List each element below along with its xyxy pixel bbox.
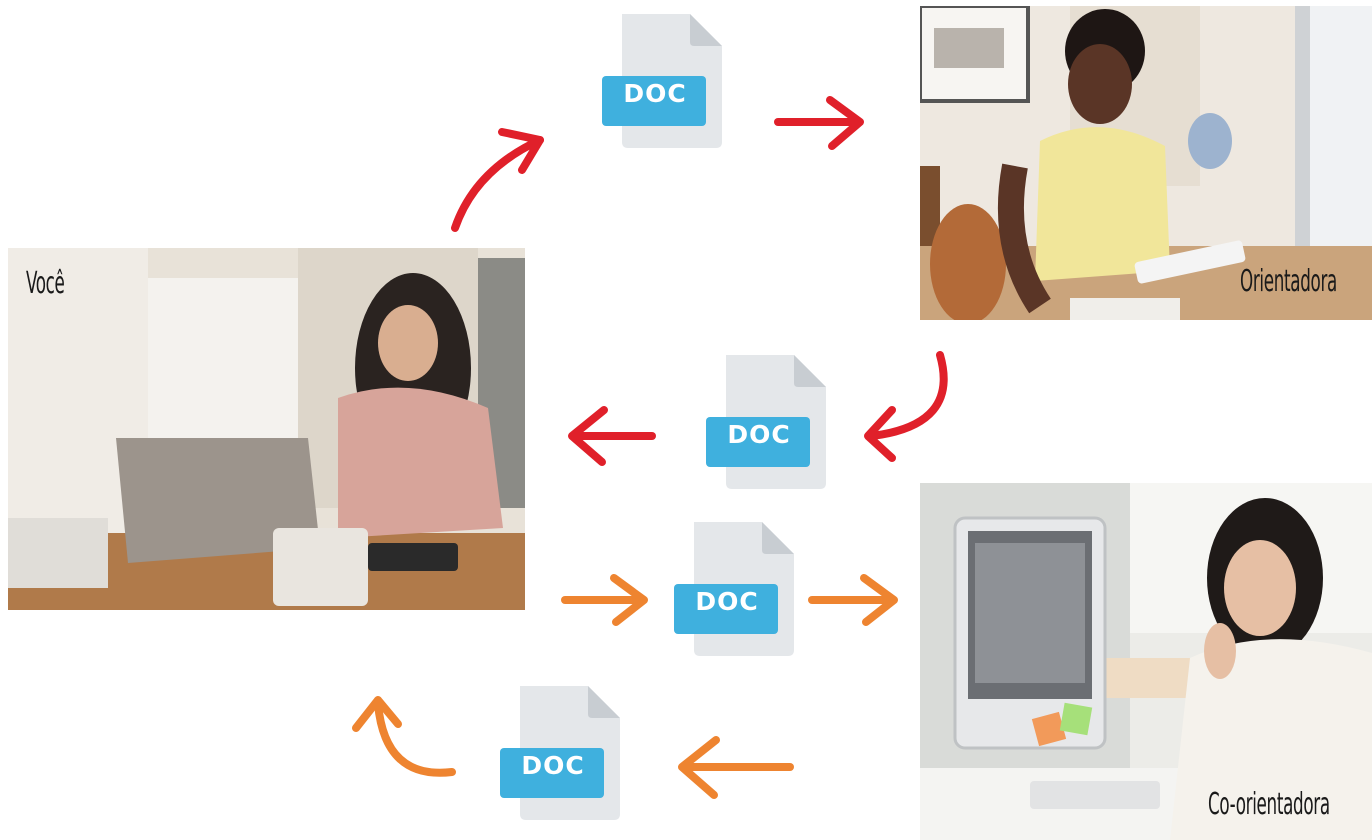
arrow-voce-to-doc1	[451, 128, 544, 232]
photo-orientadora	[920, 6, 1372, 320]
doc-icon-1: DOC	[602, 14, 722, 150]
arrow-orientadora-to-doc2	[864, 351, 948, 462]
arrow-doc3-to-coorientadora	[808, 574, 898, 626]
doc-label: DOC	[521, 751, 585, 780]
doc-icon-2: DOC	[706, 355, 826, 491]
doc-label: DOC	[623, 79, 687, 108]
doc-icon-3: DOC	[674, 522, 794, 658]
label-coorientadora: Co-orientadora	[1208, 787, 1330, 822]
photo-coorientadora	[920, 483, 1372, 840]
label-voce: Você	[26, 266, 65, 301]
doc-label: DOC	[695, 587, 759, 616]
arrow-doc4-to-voce	[352, 696, 456, 777]
doc-icon-4: DOC	[500, 686, 620, 822]
photo-voce	[8, 248, 525, 610]
doc-label: DOC	[727, 420, 791, 449]
arrow-voce-to-doc3	[561, 574, 648, 626]
arrow-coorientadora-to-doc4	[678, 736, 794, 799]
label-orientadora: Orientadora	[1240, 264, 1338, 299]
arrow-doc2-to-voce	[568, 406, 656, 466]
arrow-doc1-to-orientadora	[774, 96, 864, 150]
